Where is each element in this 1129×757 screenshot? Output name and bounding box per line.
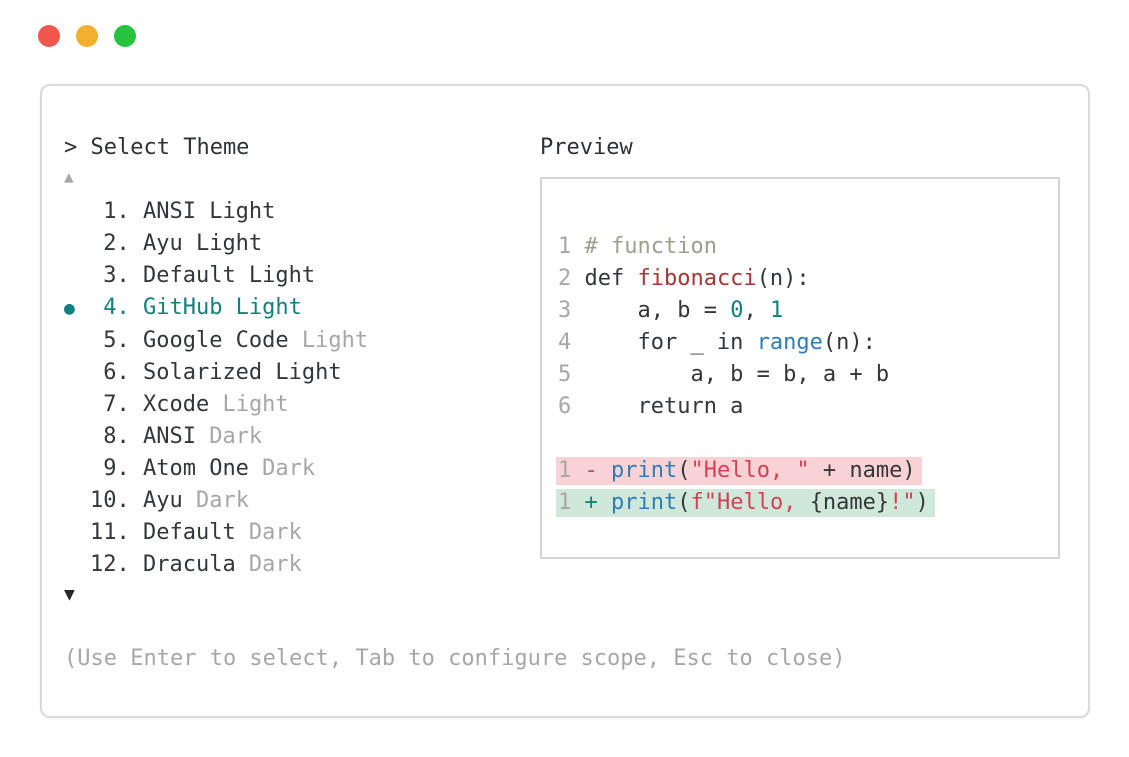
theme-name: Solarized Light	[142, 360, 342, 385]
theme-number: 1.	[103, 199, 130, 224]
theme-number: 6.	[103, 360, 130, 385]
theme-name: ANSI Light	[142, 199, 276, 224]
scroll-down-icon[interactable]: ▼	[64, 584, 75, 605]
window-controls	[38, 25, 136, 47]
theme-name: ANSI	[142, 424, 196, 449]
theme-variant-muted: Dark	[248, 456, 316, 481]
theme-item-3[interactable]: 3. Default Light	[64, 260, 540, 292]
theme-name: Google Code	[142, 328, 289, 353]
theme-name: Atom One	[142, 456, 249, 481]
theme-item-6[interactable]: 6. Solarized Light	[64, 357, 540, 389]
theme-variant-muted: Light	[209, 392, 289, 417]
theme-item-9[interactable]: 9. Atom One Dark	[64, 453, 540, 485]
theme-item-2[interactable]: 2. Ayu Light	[64, 228, 540, 260]
theme-item-7[interactable]: 7. Xcode Light	[64, 389, 540, 421]
theme-number: 2.	[103, 231, 130, 256]
code-line: 1# function	[558, 234, 717, 259]
minimize-button[interactable]	[76, 25, 98, 47]
theme-item-10[interactable]: 10. Ayu Dark	[64, 485, 540, 517]
theme-item-5[interactable]: 5. Google Code Light	[64, 325, 540, 357]
theme-item-4[interactable]: ● 4. GitHub Light	[64, 292, 540, 325]
theme-picker-panel: > Select Theme ▲ 1. ANSI Light 2. Ayu Light…	[40, 84, 1090, 718]
theme-number: 7.	[103, 392, 130, 417]
theme-number: 11.	[90, 520, 130, 545]
theme-name: Ayu	[142, 488, 183, 513]
selected-bullet-icon: ●	[64, 298, 75, 319]
theme-item-11[interactable]: 11. Default Dark	[64, 517, 540, 549]
code-line: 4 for _ in range(n):	[558, 330, 876, 355]
code-line: 3 a, b = 0, 1	[558, 298, 784, 323]
picker-columns: > Select Theme ▲ 1. ANSI Light 2. Ayu Light…	[64, 134, 1066, 609]
theme-number: 10.	[90, 488, 130, 513]
theme-list: 1. ANSI Light 2. Ayu Light 3. Default Light ● 4…	[64, 196, 540, 581]
theme-variant-muted: Dark	[235, 552, 302, 577]
code-line: 6 return a	[558, 394, 744, 419]
code-line: 5 a, b = b, a + b	[558, 362, 890, 387]
preview-title: Preview	[540, 135, 633, 160]
theme-name: Default	[142, 520, 236, 545]
theme-number: 12.	[90, 552, 130, 577]
theme-list-column: > Select Theme ▲ 1. ANSI Light 2. Ayu Light…	[64, 134, 540, 609]
theme-item-8[interactable]: 8. ANSI Dark	[64, 421, 540, 453]
close-button[interactable]	[38, 25, 60, 47]
theme-variant-muted: Dark	[235, 520, 302, 545]
diff-added-line: 1+ print(f"Hello, {name}!")	[556, 487, 1058, 519]
theme-name: GitHub Light	[142, 295, 302, 320]
blank-line	[558, 423, 1058, 455]
select-theme-prompt: > Select Theme	[64, 135, 250, 160]
theme-name: Ayu Light	[142, 231, 263, 256]
theme-number: 8.	[103, 424, 130, 449]
theme-number: 9.	[103, 456, 130, 481]
theme-variant-muted: Dark	[182, 488, 249, 513]
theme-name: Dracula	[142, 552, 236, 577]
theme-variant-muted: Dark	[195, 424, 263, 449]
theme-variant-muted: Light	[288, 328, 369, 353]
theme-item-12[interactable]: 12. Dracula Dark	[64, 549, 540, 581]
theme-item-1[interactable]: 1. ANSI Light	[64, 196, 540, 228]
theme-name: Xcode	[142, 392, 210, 417]
diff-removed-line: 1- print("Hello, " + name)	[556, 455, 1058, 487]
theme-number: 3.	[103, 263, 130, 288]
zoom-button[interactable]	[114, 25, 136, 47]
keyboard-hint: (Use Enter to select, Tab to configure s…	[64, 646, 846, 671]
scroll-up-icon[interactable]: ▲	[64, 167, 74, 186]
theme-number: 5.	[103, 328, 130, 353]
theme-name: Default Light	[142, 263, 316, 288]
theme-number: 4.	[103, 295, 130, 320]
